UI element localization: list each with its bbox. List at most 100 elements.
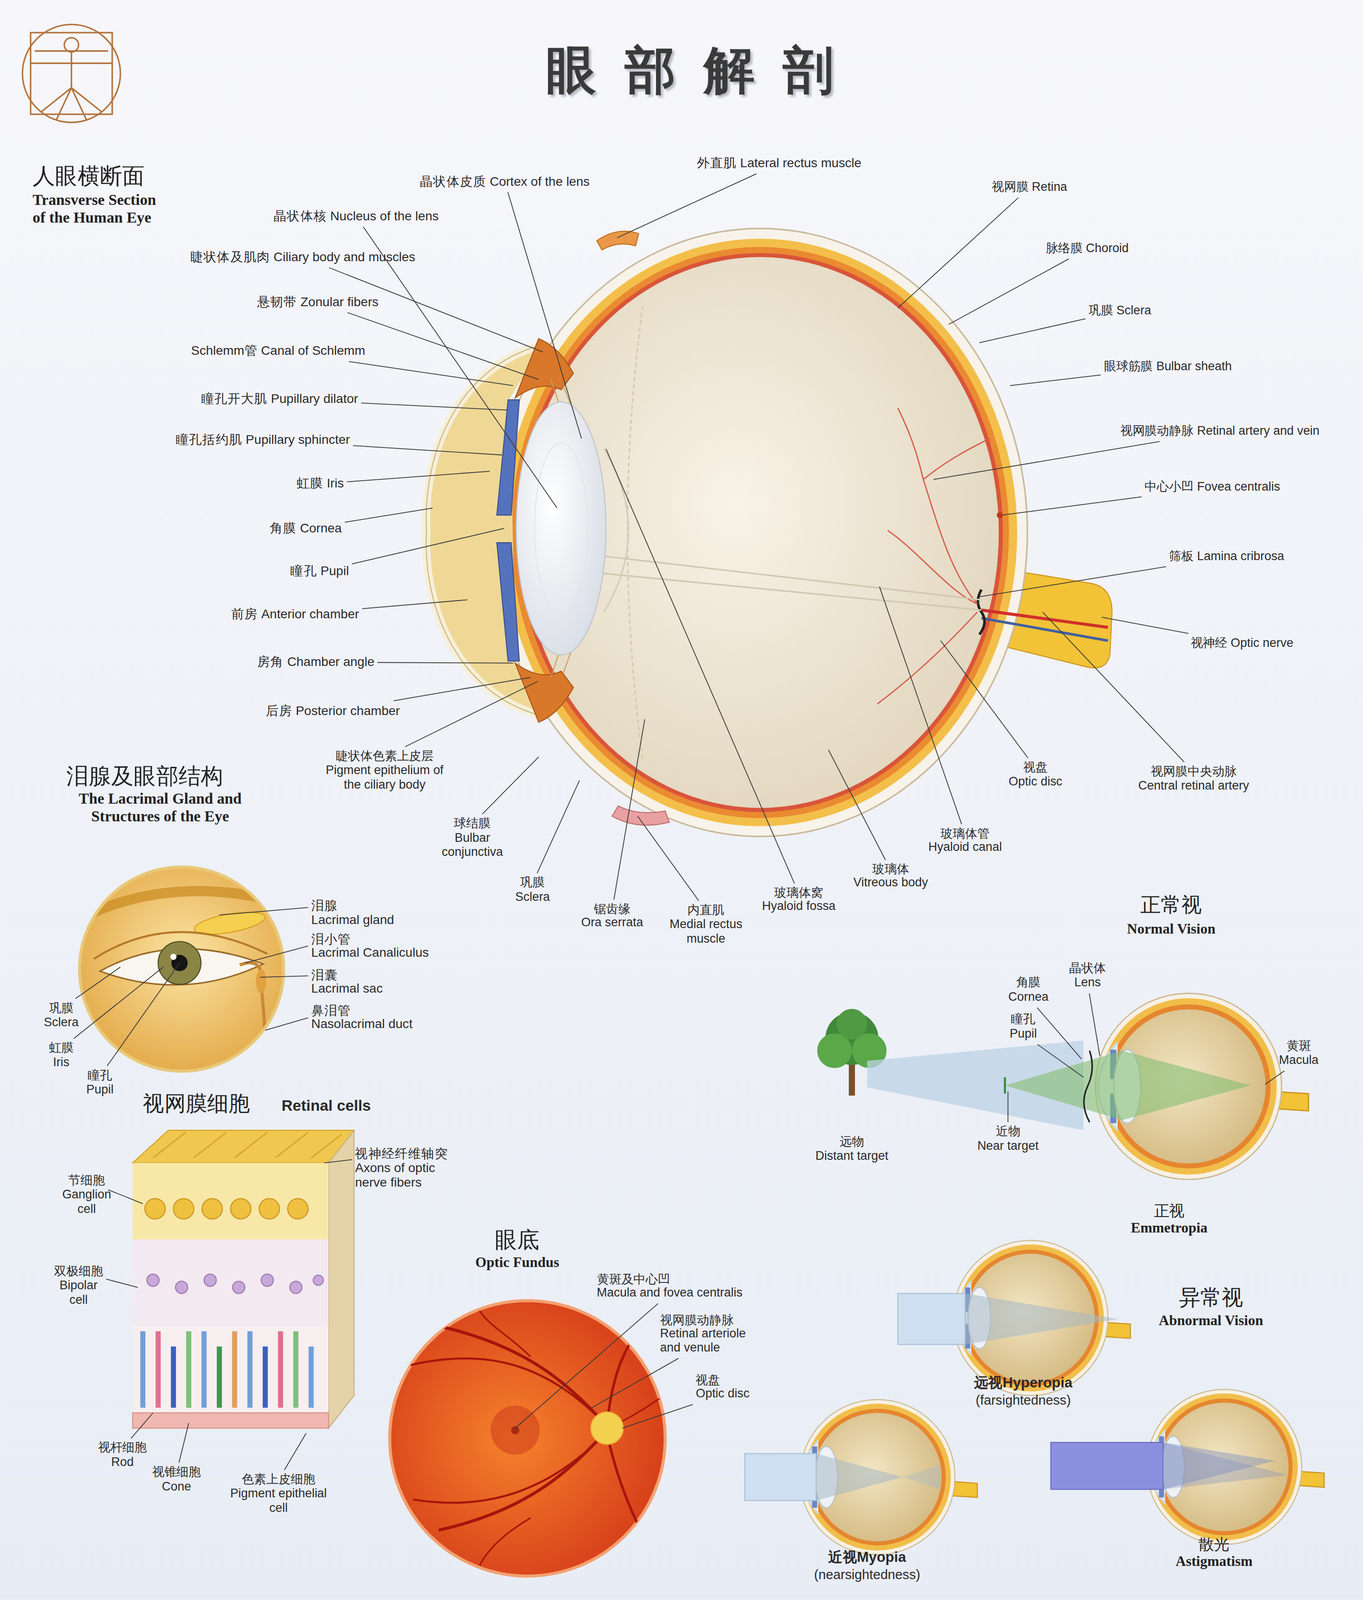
- lacrimal-inset: [71, 856, 296, 1082]
- part-label: 双极细胞: [54, 1264, 104, 1279]
- eyeball-section: [426, 228, 1113, 837]
- leader-line: [405, 681, 538, 747]
- leader-line: [1264, 1070, 1284, 1085]
- leader-line: [348, 361, 513, 386]
- part-label: Optic disc: [1008, 775, 1063, 790]
- part-label: Iris: [53, 1055, 70, 1070]
- part-label: Rod: [111, 1455, 134, 1470]
- part-label: 瞳孔开大肌 Pupillary dilator: [201, 391, 359, 407]
- part-label: 视神经 Optic nerve: [1190, 636, 1294, 651]
- part-label: Lacrimal gland: [311, 913, 395, 928]
- section-heading: Retinal cells: [281, 1096, 372, 1115]
- part-label: Vitreous body: [853, 876, 928, 891]
- part-label: 巩膜: [49, 1001, 74, 1016]
- part-label: 房角 Chamber angle: [257, 655, 375, 670]
- part-label: 瞳孔: [1010, 1013, 1036, 1028]
- part-label: Axons of optic nerve fibers: [354, 1160, 458, 1191]
- part-label: 锯齿缘: [593, 902, 631, 917]
- part-label: 巩膜: [520, 876, 545, 891]
- part-label: Pupil: [1009, 1027, 1037, 1042]
- part-label: 鼻泪管: [311, 1004, 352, 1019]
- leader-line: [106, 1279, 139, 1288]
- leader-line: [1009, 374, 1101, 386]
- leader-line: [933, 441, 1160, 480]
- part-label: 玻璃体窝: [774, 886, 824, 901]
- part-label: Cone: [161, 1480, 191, 1495]
- section-heading: 正常视: [1140, 893, 1202, 918]
- leader-line: [131, 1412, 154, 1439]
- leader-line: [347, 312, 539, 380]
- poster-title: 眼部解剖: [545, 36, 862, 105]
- part-label: 近视Myopia: [828, 1548, 906, 1566]
- part-label: 虹膜: [49, 1041, 74, 1056]
- leader-line: [482, 756, 539, 815]
- part-label: 后房 Posterior chamber: [265, 703, 401, 719]
- part-label: 远物: [839, 1135, 865, 1150]
- part-label: 泪腺: [311, 898, 338, 914]
- part-label: 泪囊: [311, 968, 338, 983]
- part-label: Ora serrata: [581, 915, 643, 931]
- part-label: 脉络膜 Choroid: [1045, 241, 1130, 256]
- leader-line: [244, 945, 309, 964]
- part-label: Macula and fovea centralis: [596, 1286, 743, 1301]
- part-label: 晶状体核 Nucleus of the lens: [273, 208, 439, 224]
- part-label: 巩膜 Sclera: [1088, 303, 1152, 319]
- part-label: 远视Hyperopia: [974, 1374, 1073, 1391]
- part-label: Optic disc: [695, 1387, 750, 1402]
- leader-line: [74, 967, 164, 1039]
- part-label: 视盘: [695, 1374, 721, 1389]
- leader-line: [362, 599, 468, 609]
- part-label: 晶状体皮质 Cortex of the lens: [419, 174, 590, 190]
- leader-line: [328, 267, 543, 352]
- part-label: (farsightedness): [975, 1393, 1071, 1409]
- leader-line: [1001, 497, 1142, 516]
- part-label: Pigment epithelium of the ciliary body: [325, 764, 444, 793]
- part-label: 中心小凹 Fovea centralis: [1144, 480, 1280, 495]
- part-label: 瞳孔括约肌 Pupillary sphincter: [175, 432, 350, 448]
- part-label: 内直肌: [687, 904, 725, 919]
- part-label: 视杆细胞: [98, 1441, 148, 1456]
- section-heading: 视网膜细胞: [142, 1091, 250, 1117]
- section-heading: 人眼横断面: [32, 163, 145, 190]
- section-heading: 散光: [1198, 1535, 1229, 1553]
- leader-line: [515, 1303, 658, 1428]
- part-label: Hyaloid canal: [928, 840, 1002, 855]
- leader-line: [1037, 1007, 1082, 1060]
- leader-line: [179, 1422, 190, 1463]
- section-heading: 正视: [1154, 1201, 1185, 1220]
- leader-line: [363, 226, 558, 508]
- part-label: 视网膜动静脉: [660, 1313, 734, 1329]
- leader-line: [1089, 993, 1100, 1056]
- part-label: 睫状体色素上皮层: [335, 749, 434, 764]
- part-label: 眼球筋膜 Bulbar sheath: [1104, 360, 1233, 375]
- part-label: 玻璃体: [872, 863, 910, 878]
- part-label: 节细胞: [68, 1174, 105, 1189]
- leader-line: [1101, 617, 1189, 634]
- leader-line: [606, 448, 795, 884]
- leader-line: [1037, 1044, 1084, 1078]
- leader-line: [979, 318, 1086, 344]
- part-label: Schlemm管 Canal of Schlemm: [191, 343, 366, 359]
- section-heading: Abnormal Vision: [1159, 1313, 1264, 1330]
- leader-line: [346, 471, 490, 482]
- leader-line: [260, 975, 309, 978]
- part-label: Near target: [977, 1139, 1039, 1154]
- leader-line: [108, 1189, 143, 1204]
- part-label: 视网膜动静脉 Retinal artery and vein: [1120, 424, 1320, 439]
- section-heading: Emmetropia: [1130, 1220, 1208, 1237]
- leader-line: [361, 402, 508, 410]
- leader-line: [613, 719, 645, 900]
- part-label: (nearsightedness): [814, 1567, 921, 1584]
- part-label: 虹膜 Iris: [296, 476, 344, 492]
- part-label: Nasolacrimal duct: [311, 1017, 413, 1032]
- part-label: Cornea: [1008, 990, 1049, 1005]
- part-label: Pigment epithelial cell: [219, 1487, 338, 1516]
- part-label: 睫状体及肌肉 Ciliary body and muscles: [190, 249, 416, 265]
- part-label: 视锥细胞: [152, 1466, 202, 1481]
- part-label: Central retinal artery: [1138, 779, 1249, 794]
- leader-line: [75, 967, 121, 1000]
- part-label: 色素上皮细胞: [241, 1473, 316, 1488]
- leader-line: [377, 662, 514, 663]
- part-label: 视盘: [1023, 761, 1048, 776]
